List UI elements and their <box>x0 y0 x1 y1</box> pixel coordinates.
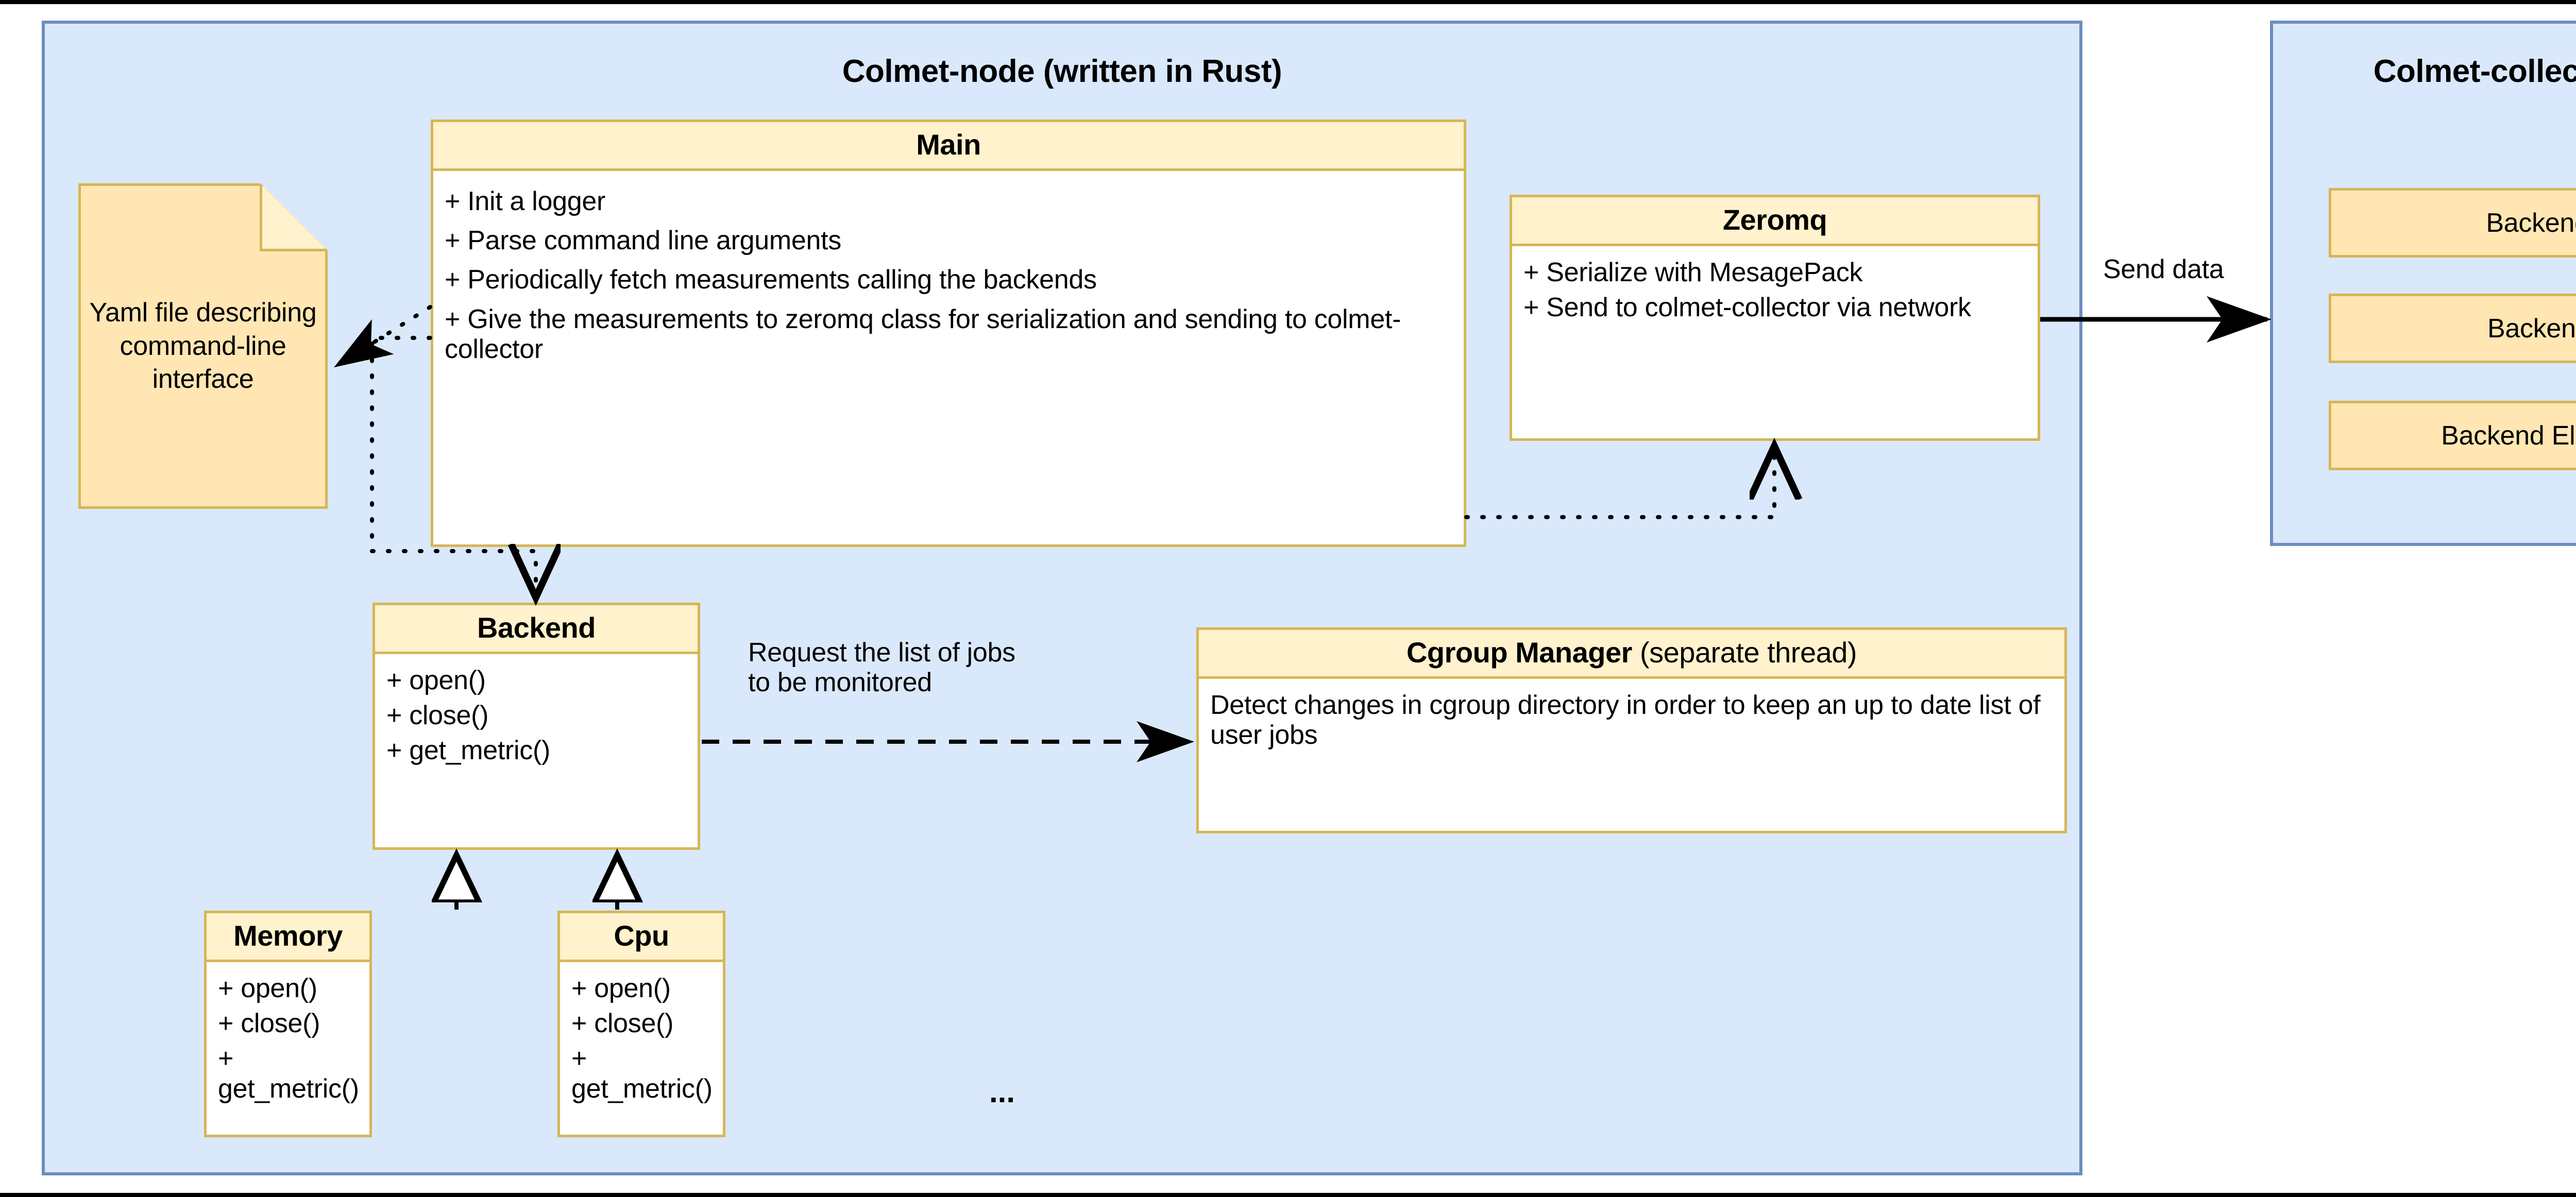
class-main-member: + Periodically fetch measurements callin… <box>445 265 1097 295</box>
collector-backend-hdf5: Backend HDF5 <box>2329 294 2576 363</box>
class-cgroup-manager-members: Detect changes in cgroup directory in or… <box>1199 679 2064 761</box>
class-zeromq-member: + Serialize with MesagePack <box>1523 258 1863 287</box>
class-backend-members: + open() + close() + get_metric() <box>375 654 698 777</box>
connector-label-request-jobs: Request the list of jobs to be monitored <box>748 638 1015 698</box>
note-yaml-text: Yaml file describing command-line interf… <box>89 298 317 395</box>
more-backends-ellipsis: ... <box>989 1074 1015 1109</box>
collector-backend-stdout: Backend stdout <box>2329 188 2576 258</box>
class-memory-members: + open() + close() + get_metric() <box>207 962 369 1115</box>
class-cpu-member: + open() <box>571 973 671 1003</box>
class-backend-member: + get_metric() <box>386 736 551 766</box>
note-yaml-file: Yaml file describing command-line interf… <box>78 183 328 509</box>
class-memory-member: + open() <box>218 973 317 1003</box>
collector-backend-elasticsearch: Backend ElasticSearch <box>2329 401 2576 470</box>
image-edge-bottom <box>0 1193 2576 1197</box>
wire-main-to-zeromq <box>1464 446 1774 519</box>
class-backend-header: Backend <box>375 605 698 654</box>
class-main-header: Main <box>433 122 1464 171</box>
class-memory: Memory + open() + close() + get_metric() <box>204 911 372 1137</box>
class-backend-member: + open() <box>386 665 486 695</box>
collector-backend-hdf5-label: Backend HDF5 <box>2487 313 2576 344</box>
class-cpu-member: + close() <box>571 1008 674 1039</box>
collector-backend-elasticsearch-label: Backend ElasticSearch <box>2441 420 2576 451</box>
class-backend: Backend + open() + close() + get_metric(… <box>372 603 700 850</box>
wire-main-to-backend <box>370 336 536 597</box>
class-main-members: + Init a logger + Parse command line arg… <box>433 171 1464 380</box>
class-cgroup-manager: Cgroup Manager (separate thread) Detect … <box>1196 627 2067 833</box>
class-zeromq: Zeromq + Serialize with MesagePack + Sen… <box>1510 195 2040 441</box>
panel-colmet-collector-title: Colmet-collector (python 3) <box>2373 54 2576 89</box>
collector-backend-stdout-label: Backend stdout <box>2486 208 2576 238</box>
class-zeromq-member: + Send to colmet-collector via network <box>1523 293 1971 323</box>
connector-label-send-data: Send data <box>2103 254 2224 284</box>
panel-colmet-node-title: Colmet-node (written in Rust) <box>842 54 1282 89</box>
class-zeromq-members: + Serialize with MesagePack + Send to co… <box>1512 246 2038 334</box>
class-memory-member: + close() <box>218 1008 320 1039</box>
class-cpu-member: + get_metric() <box>571 1044 713 1104</box>
class-cgroup-manager-member: Detect changes in cgroup directory in or… <box>1210 690 2041 750</box>
class-backend-member: + close() <box>386 700 489 731</box>
class-cgroup-manager-name: Cgroup Manager <box>1406 636 1632 669</box>
wire-main-to-yaml-note <box>334 305 432 368</box>
class-main-member: + Init a logger <box>445 186 606 216</box>
class-memory-member: + get_metric() <box>218 1044 359 1104</box>
class-cpu: Cpu + open() + close() + get_metric() <box>557 911 725 1137</box>
image-edge-top <box>0 0 2576 4</box>
class-zeromq-header: Zeromq <box>1512 197 2038 246</box>
class-main-member: + Give the measurements to zeromq class … <box>445 304 1401 364</box>
class-memory-header: Memory <box>207 913 369 962</box>
class-cpu-header: Cpu <box>560 913 723 962</box>
class-cpu-members: + open() + close() + get_metric() <box>560 962 723 1115</box>
class-cgroup-manager-header: Cgroup Manager (separate thread) <box>1199 630 2064 679</box>
class-main: Main + Init a logger + Parse command lin… <box>431 119 1466 547</box>
class-cgroup-manager-name-suffix: (separate thread) <box>1632 636 1857 669</box>
class-main-member: + Parse command line arguments <box>445 226 841 256</box>
